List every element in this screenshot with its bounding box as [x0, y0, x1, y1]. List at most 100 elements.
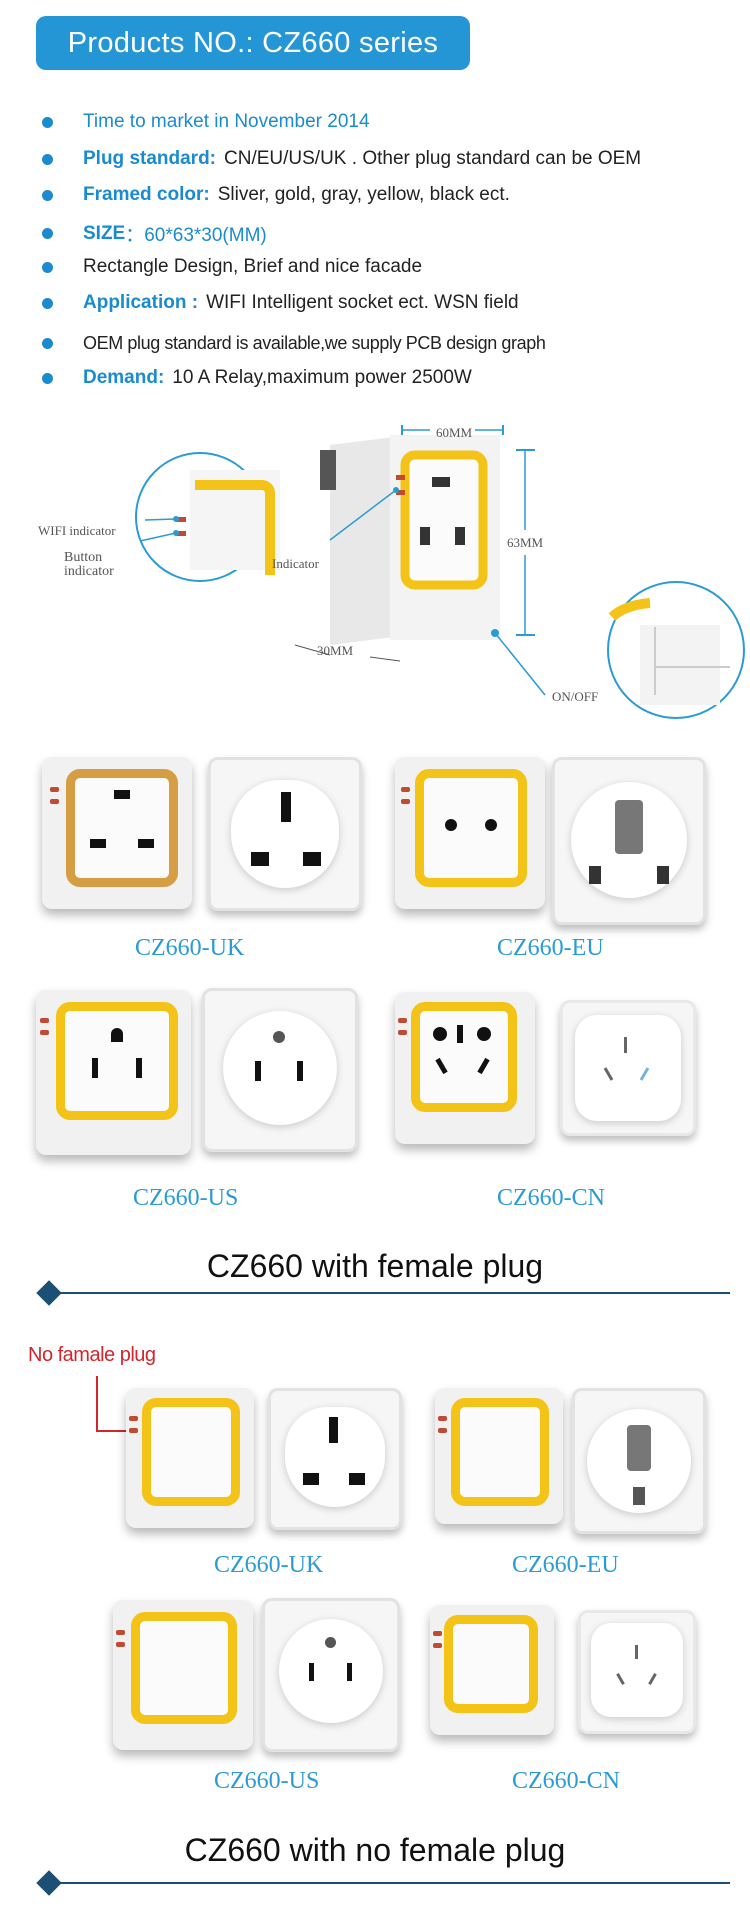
pin-hole: [477, 1027, 491, 1041]
led-indicator: [50, 787, 59, 792]
plug-pin: [255, 1061, 261, 1081]
product-eu-front: [395, 757, 545, 909]
product-eu-plain-back: [572, 1388, 706, 1534]
plug-pin: [297, 1061, 303, 1081]
onoff-label: ON/OFF: [552, 689, 599, 704]
led-indicator: [433, 1631, 442, 1636]
product-uk-plain: [126, 1388, 254, 1528]
product-eu-plain: [435, 1388, 563, 1524]
feature-size: SIZE ：60*63*30(MM): [42, 220, 267, 247]
feature-plug-standard: Plug standard: CN/EU/US/UK . Other plug …: [42, 148, 641, 170]
feature-design: Rectangle Design, Brief and nice facade: [42, 256, 422, 278]
pin-hole: [114, 790, 130, 799]
caption-cn: CZ660-CN: [497, 1185, 605, 1211]
button-indicator-label-1: Button: [64, 550, 103, 565]
socket-frame: [56, 1002, 178, 1120]
caption-us: CZ660-US: [133, 1185, 239, 1211]
feature-key: Plug standard:: [83, 148, 217, 169]
section-divider: [50, 1292, 730, 1294]
led-indicator: [401, 787, 410, 792]
plug-earth: [615, 800, 643, 854]
product-uk-plain-back: [268, 1388, 402, 1530]
led-indicator: [398, 1030, 407, 1035]
led-indicator: [129, 1428, 138, 1433]
feature-text: WIFI Intelligent socket ect. WSN field: [206, 292, 519, 313]
bullet-icon: [42, 372, 53, 384]
wifi-indicator-label: WIFI indicator: [38, 523, 116, 538]
led-indicator: [40, 1030, 49, 1035]
feature-text: Time to market in November 2014: [83, 111, 370, 132]
plug-pin: [347, 1663, 352, 1681]
pin-hole: [111, 1028, 123, 1042]
product-cn-plain: [430, 1605, 554, 1735]
bullet-icon: [42, 189, 53, 201]
feature-time-to-market: Time to market in November 2014: [42, 111, 370, 133]
pin-hole: [485, 819, 497, 831]
plug-pin: [657, 866, 669, 884]
feature-application: Application : WIFI Intelligent socket ec…: [42, 292, 519, 314]
section-heading-female: CZ660 with female plug: [206, 1248, 544, 1284]
plug-pin: [303, 852, 321, 866]
feature-key: Framed color:: [83, 184, 210, 205]
plug-pin: [309, 1663, 314, 1681]
feature-text: CN/EU/US/UK . Other plug standard can be…: [224, 148, 642, 169]
led-indicator: [438, 1416, 447, 1421]
feature-key: Application :: [83, 292, 199, 313]
pin-hole: [90, 839, 106, 848]
led-indicator: [398, 1018, 407, 1023]
feature-text: 10 A Relay,maximum power 2500W: [172, 367, 472, 388]
plug-pin: [303, 1473, 319, 1485]
led-indicator: [50, 799, 59, 804]
dimension-diagram: WIFI indicator Button indicator Indicato…: [0, 405, 750, 720]
product-cn-front: [395, 992, 535, 1144]
plug-body: [575, 1015, 681, 1121]
product-us-front: [36, 990, 191, 1155]
pin-hole: [136, 1058, 142, 1078]
product-us-plain-back: [262, 1598, 400, 1752]
plug-pin: [273, 1031, 285, 1043]
product-uk-back: [208, 757, 362, 911]
page-title: Products NO.: CZ660 series: [36, 16, 470, 70]
pin-hole: [457, 1025, 463, 1043]
feature-oem: OEM plug standard is available,we supply…: [42, 333, 546, 354]
product-cn-back: [560, 1000, 696, 1136]
feature-key: SIZE: [83, 222, 126, 244]
bullet-icon: [42, 338, 53, 349]
caption-uk: CZ660-UK: [135, 935, 245, 961]
plug-earth: [627, 1425, 651, 1471]
led-indicator: [438, 1428, 447, 1433]
product-eu-back: [552, 757, 706, 925]
plug-pin: [325, 1637, 336, 1648]
bullet-icon: [42, 261, 53, 273]
feature-text: Sliver, gold, gray, yellow, black ect.: [217, 184, 510, 205]
plug-pin: [635, 1645, 638, 1659]
socket-frame: [142, 1398, 240, 1506]
feature-text: ：60*63*30(MM): [125, 225, 267, 246]
socket-frame: [66, 769, 178, 887]
callout-line: [96, 1376, 98, 1431]
socket-frame: [415, 769, 527, 887]
caption-eu-plain: CZ660-EU: [512, 1552, 619, 1578]
pin-hole: [92, 1058, 98, 1078]
led-indicator: [116, 1630, 125, 1635]
caption-us-plain: CZ660-US: [214, 1768, 320, 1794]
bullet-icon: [42, 116, 53, 128]
plug-pin: [281, 792, 291, 822]
feature-text: OEM plug standard is available,we supply…: [83, 333, 546, 353]
caption-eu: CZ660-EU: [497, 935, 604, 961]
socket-frame: [444, 1615, 538, 1713]
indicator-label: Indicator: [272, 556, 319, 571]
product-us-back: [202, 988, 358, 1152]
caption-cn-plain: CZ660-CN: [512, 1768, 620, 1794]
bullet-icon: [42, 228, 53, 239]
plug-pin: [329, 1417, 338, 1443]
dimension-width-label: 60MM: [436, 425, 473, 440]
plug-body: [223, 1011, 337, 1125]
led-indicator: [116, 1642, 125, 1647]
dimension-height-label: 63MM: [507, 535, 544, 550]
button-indicator-label-2: indicator: [64, 564, 114, 579]
plug-pin: [589, 866, 601, 884]
led-indicator: [401, 799, 410, 804]
section-heading-no-female: CZ660 with no female plug: [184, 1832, 566, 1868]
product-uk-front: [42, 757, 192, 909]
